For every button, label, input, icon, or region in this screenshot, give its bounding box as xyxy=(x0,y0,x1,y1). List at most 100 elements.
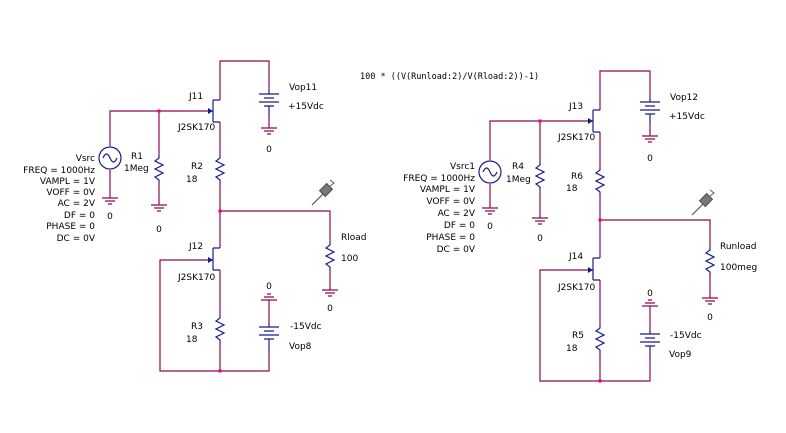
j12-jfet[interactable] xyxy=(207,247,220,271)
ground-label: 0 xyxy=(266,282,272,292)
vsrc1-name: Vsrc1 xyxy=(450,162,475,172)
r6-value: 18 xyxy=(566,184,578,194)
r1-name: R1 xyxy=(131,152,143,162)
ground-symbol xyxy=(261,293,277,301)
output-wire xyxy=(600,219,711,247)
j13-name: J13 xyxy=(568,102,583,112)
vsrc-param: PHASE = 0 xyxy=(46,222,95,232)
j12-name: J12 xyxy=(188,242,203,252)
junction-node xyxy=(598,379,602,383)
left-circuit: Vsrc FREQ = 1000Hz VAMPL = 1V VOFF = 0V … xyxy=(23,60,367,373)
vsrc-param: FREQ = 1000Hz xyxy=(23,166,95,176)
j13-model: J2SK170 xyxy=(557,133,595,143)
measurement-expression[interactable]: 100 * ((V(Runload:2)/V(Rload:2))-1) xyxy=(360,72,539,82)
runload-name: Runload xyxy=(720,242,757,252)
vsrc-param: VOFF = 0V xyxy=(46,188,95,198)
r4-value: 1Meg xyxy=(506,175,531,185)
junction-node xyxy=(218,209,222,213)
ground-label: 0 xyxy=(487,222,493,232)
ground-label: 0 xyxy=(647,154,653,164)
r3-value: 18 xyxy=(186,335,198,345)
r4-resistor[interactable] xyxy=(534,162,546,190)
r3-name: R3 xyxy=(191,322,203,332)
r5-to-vop9-wire xyxy=(599,353,651,382)
vsrc1-param: AC = 2V xyxy=(438,209,476,219)
vsrc1-param: VAMPL = 1V xyxy=(420,185,476,195)
r3-to-vop8-wire xyxy=(219,343,270,372)
vsrc-name: Vsrc xyxy=(76,154,95,164)
ground-label: 0 xyxy=(156,225,162,235)
vsrc1-param: VOFF = 0V xyxy=(426,197,475,207)
ground-label: 0 xyxy=(107,212,113,222)
runload-value: 100meg xyxy=(720,263,757,273)
vop12-battery[interactable] xyxy=(640,98,660,124)
ground-label: 0 xyxy=(266,145,272,155)
vsrc1-param: FREQ = 1000Hz xyxy=(403,174,475,184)
ground-symbol xyxy=(532,217,548,225)
gate-wire-j13 xyxy=(489,120,587,160)
vop8-value: -15Vdc xyxy=(290,322,322,332)
ground-symbol xyxy=(322,289,338,297)
right-circuit: Vsrc1 FREQ = 1000Hz VAMPL = 1V VOFF = 0V… xyxy=(403,70,757,383)
j13-jfet[interactable] xyxy=(587,109,600,133)
j13-drain-wire xyxy=(599,70,651,110)
j11-jfet[interactable] xyxy=(207,99,220,123)
j12-gate-feedback-wire xyxy=(159,259,220,372)
r3-resistor[interactable] xyxy=(214,315,226,343)
vop11-value: +15Vdc xyxy=(288,102,324,112)
j11-name: J11 xyxy=(188,92,203,102)
junction-node xyxy=(598,218,602,222)
gate-wire-j11 xyxy=(109,110,207,146)
ground-label: 0 xyxy=(647,289,653,299)
r2-value: 18 xyxy=(186,175,198,185)
vsrc-param: AC = 2V xyxy=(58,199,96,209)
vsrc-param: DC = 0V xyxy=(57,234,96,244)
vsrc1-param: DC = 0V xyxy=(437,245,476,255)
vsrc1-param: PHASE = 0 xyxy=(426,233,475,243)
vop11-name: Vop11 xyxy=(289,83,317,93)
vop9-battery[interactable] xyxy=(640,330,660,358)
r2-name: R2 xyxy=(191,162,203,172)
voltage-probe-icon[interactable] xyxy=(311,179,335,206)
r4-name: R4 xyxy=(512,162,524,172)
ground-symbol xyxy=(642,299,658,307)
ground-label: 0 xyxy=(327,304,333,314)
r5-resistor[interactable] xyxy=(594,325,606,353)
ground-label: 0 xyxy=(537,234,543,244)
vsrc-param: DF = 0 xyxy=(64,211,95,221)
r2-resistor[interactable] xyxy=(214,155,226,183)
r6-resistor[interactable] xyxy=(594,167,606,195)
ground-label: 0 xyxy=(707,313,713,323)
rload-name: Rload xyxy=(341,233,367,243)
j14-gate-feedback-wire xyxy=(539,269,600,382)
ground-symbol xyxy=(261,127,277,135)
r5-name: R5 xyxy=(572,331,584,341)
r5-value: 18 xyxy=(566,344,578,354)
j14-jfet[interactable] xyxy=(587,257,600,281)
vop12-value: +15Vdc xyxy=(669,112,705,122)
runload-resistor[interactable] xyxy=(704,247,716,275)
ground-symbol xyxy=(151,204,167,212)
r6-name: R6 xyxy=(571,172,583,182)
j14-name: J14 xyxy=(568,252,583,262)
r1-resistor[interactable] xyxy=(153,155,165,183)
ground-symbol xyxy=(702,297,718,305)
vop8-battery[interactable] xyxy=(259,323,279,351)
voltage-probe-icon[interactable] xyxy=(691,189,715,216)
j14-model: J2SK170 xyxy=(557,283,595,293)
j11-model: J2SK170 xyxy=(177,123,215,133)
junction-node xyxy=(157,109,161,113)
vop9-value: -15Vdc xyxy=(670,331,702,341)
ground-symbol xyxy=(482,207,498,215)
vsrc1-symbol[interactable] xyxy=(478,160,502,184)
junction-node xyxy=(218,369,222,373)
r1-value: 1Meg xyxy=(124,164,149,174)
ground-symbol xyxy=(642,135,658,143)
vop9-name: Vop9 xyxy=(669,350,692,360)
rload-resistor[interactable] xyxy=(324,242,336,270)
vop12-name: Vop12 xyxy=(670,93,698,103)
vop11-battery[interactable] xyxy=(259,90,279,116)
j11-drain-wire xyxy=(219,60,270,100)
junction-node xyxy=(538,119,542,123)
vsrc-symbol[interactable] xyxy=(98,146,122,170)
